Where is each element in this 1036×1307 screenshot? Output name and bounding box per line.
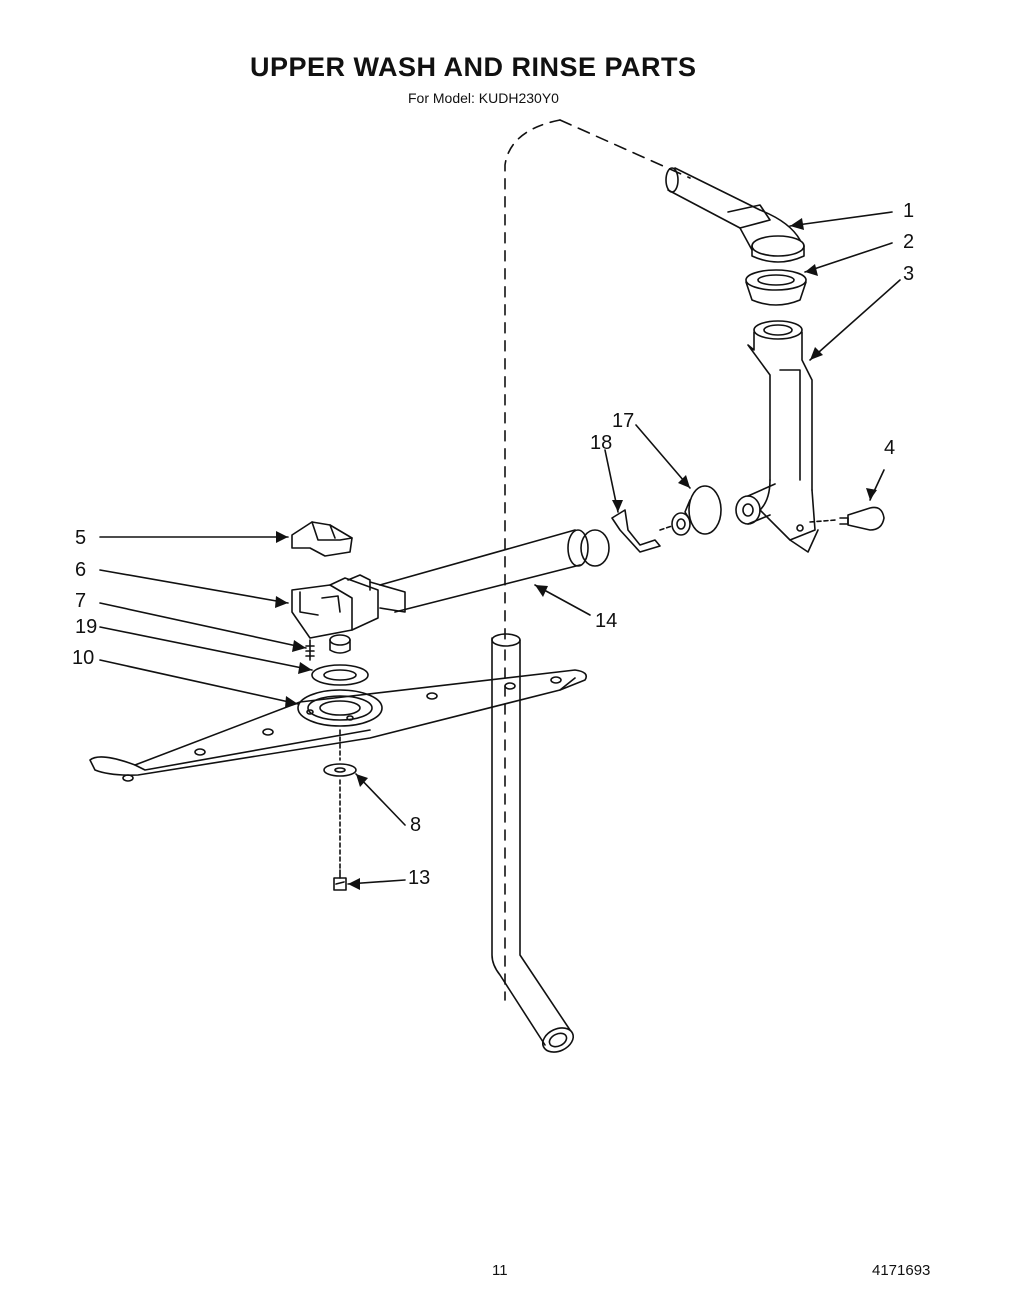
callout-6: 6 <box>75 559 87 581</box>
part-17-cone <box>659 483 776 536</box>
part-6-bracket <box>291 574 379 654</box>
supply-tube-outline <box>491 119 691 1053</box>
part-5-cover <box>291 521 353 557</box>
document-number: 4171693 <box>872 1262 931 1279</box>
part-2-grommet <box>745 269 807 306</box>
part-8-washer <box>323 729 357 777</box>
callout-14: 14 <box>595 610 618 632</box>
callout-10: 10 <box>72 647 95 669</box>
callout-2: 2 <box>903 231 915 253</box>
callout-13: 13 <box>408 867 431 889</box>
part-13-screw <box>333 779 347 891</box>
callout-arrowheads <box>275 218 877 890</box>
part-14-spray-tube <box>369 529 610 613</box>
callout-7: 7 <box>75 590 87 612</box>
callout-17: 17 <box>612 410 635 432</box>
callout-4: 4 <box>884 437 896 459</box>
model-subtitle: For Model: KUDH230Y0 <box>408 90 559 106</box>
callout-leader-lines <box>99 211 901 885</box>
callout-5: 5 <box>75 527 87 549</box>
part-3-manifold <box>747 320 819 553</box>
callout-19: 19 <box>75 616 98 638</box>
callout-8: 8 <box>410 814 422 836</box>
part-7-screw <box>305 639 315 661</box>
part-10-spray-arm <box>89 669 588 782</box>
callout-18: 18 <box>590 432 613 454</box>
part-1-elbow-tube <box>665 167 805 263</box>
callout-3: 3 <box>903 263 915 285</box>
part-19-seal-ring <box>311 664 369 686</box>
part-4-cap <box>809 506 885 531</box>
callout-1: 1 <box>903 200 915 222</box>
page-title: UPPER WASH AND RINSE PARTS <box>250 52 697 82</box>
page-number: 11 <box>492 1262 508 1279</box>
part-18-clip <box>611 509 661 553</box>
